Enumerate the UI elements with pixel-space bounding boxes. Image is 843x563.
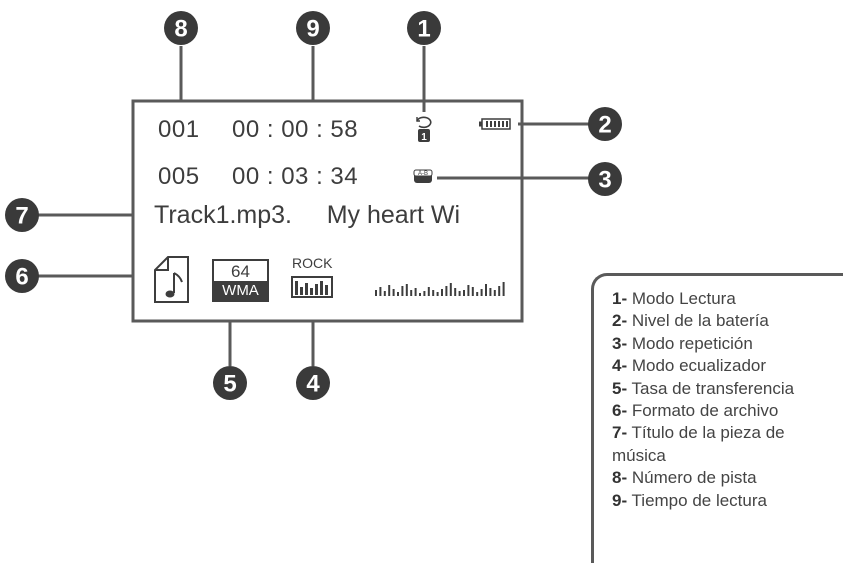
lcd-screen-frame bbox=[131, 99, 524, 323]
track-title: Track1.mp3. My heart Wi bbox=[154, 201, 461, 229]
spectrum-bar bbox=[454, 288, 457, 296]
music-file-icon bbox=[154, 256, 189, 303]
spectrum-bar bbox=[480, 289, 483, 296]
legend-item: 7- Título de la pieza de música bbox=[612, 423, 785, 465]
callout-badge-8: 8 bbox=[164, 11, 198, 45]
callout-number: 8 bbox=[174, 16, 187, 43]
spectrum-bar bbox=[392, 289, 395, 296]
callout-number: 4 bbox=[306, 371, 320, 398]
legend-item: 6- Formato de archivo bbox=[612, 401, 779, 421]
spectrum-bar bbox=[441, 289, 443, 296]
spectrum-bar bbox=[458, 291, 461, 296]
callout-badge-1: 1 bbox=[407, 11, 441, 45]
spectrum-bar bbox=[445, 286, 448, 296]
callout-number: 9 bbox=[306, 16, 319, 43]
spectrum-bar bbox=[405, 284, 408, 296]
spectrum-bar bbox=[410, 290, 413, 296]
equalizer-icon bbox=[291, 276, 333, 298]
spectrum-bar bbox=[388, 285, 391, 296]
spectrum-bar bbox=[467, 285, 470, 296]
playback-time-total: 00 : 03 : 34 bbox=[232, 163, 359, 190]
spectrum-bar bbox=[449, 283, 452, 296]
legend-frame bbox=[591, 273, 843, 563]
spectrum-bar bbox=[419, 293, 421, 296]
spectrum-bar bbox=[493, 290, 496, 296]
spectrum-bar bbox=[427, 287, 430, 296]
callout-number: 1 bbox=[417, 16, 430, 43]
legend-item: 1- Modo Lectura bbox=[612, 289, 736, 308]
ab-repeat-label: A-B bbox=[418, 171, 428, 177]
spectrum-bar bbox=[489, 288, 492, 296]
legend-list: 1- Modo Lectura 2- Nivel de la batería 3… bbox=[612, 288, 837, 512]
equalizer-mode-label: ROCK bbox=[292, 255, 333, 271]
callout-badge-4: 4 bbox=[296, 366, 330, 400]
spectrum-bar bbox=[498, 286, 501, 296]
spectrum-bar bbox=[383, 291, 386, 296]
legend-item: 5- Tasa de transferencia bbox=[612, 378, 795, 398]
spectrum-bar bbox=[463, 290, 465, 296]
legend-item: 9- Tiempo de lectura bbox=[612, 490, 767, 510]
spectrum-bar bbox=[423, 291, 426, 296]
legend-item: 3- Modo repetición bbox=[612, 333, 753, 353]
legend-item: 4- Modo ecualizador bbox=[612, 356, 767, 376]
file-format-label: WMA bbox=[214, 281, 267, 300]
spectrum-bar bbox=[375, 290, 377, 296]
track-number-current: 001 bbox=[158, 116, 200, 143]
battery-icon bbox=[479, 118, 511, 130]
spectrum-bar bbox=[502, 282, 505, 296]
callout-number: 2 bbox=[598, 112, 611, 139]
callout-badge-3: 3 bbox=[588, 162, 622, 196]
callout-number: 5 bbox=[223, 371, 236, 398]
spectrum-bar bbox=[379, 287, 382, 296]
legend-item: 8- Número de pista bbox=[612, 468, 757, 488]
bitrate-indicator: 64 WMA bbox=[212, 259, 269, 302]
spectrum-visualizer bbox=[375, 282, 505, 296]
spectrum-bar bbox=[397, 292, 399, 296]
callout-number: 7 bbox=[15, 203, 28, 230]
callout-badge-2: 2 bbox=[588, 107, 622, 141]
callout-number: 3 bbox=[598, 167, 611, 194]
playback-time-elapsed: 00 : 00 : 58 bbox=[232, 116, 359, 143]
bitrate-value: 64 bbox=[231, 262, 250, 281]
track-number-total: 005 bbox=[158, 163, 200, 190]
spectrum-bar bbox=[414, 288, 417, 296]
spectrum-bar bbox=[476, 292, 479, 296]
legend-item: 2- Nivel de la batería bbox=[612, 311, 769, 331]
spectrum-bar bbox=[436, 292, 439, 296]
spectrum-bar bbox=[401, 286, 404, 296]
callout-badge-5: 5 bbox=[213, 366, 247, 400]
spectrum-bar bbox=[471, 287, 474, 296]
repeat-icon-number: 1 bbox=[421, 132, 427, 143]
callout-badge-9: 9 bbox=[296, 11, 330, 45]
repeat-icon: 1 bbox=[416, 116, 432, 143]
callout-number: 6 bbox=[15, 264, 28, 291]
spectrum-bar bbox=[432, 290, 435, 296]
callout-badge-7: 7 bbox=[5, 198, 39, 232]
spectrum-bar bbox=[485, 284, 487, 296]
callout-badge-6: 6 bbox=[5, 259, 39, 293]
ab-repeat-icon: A-B bbox=[413, 169, 433, 183]
